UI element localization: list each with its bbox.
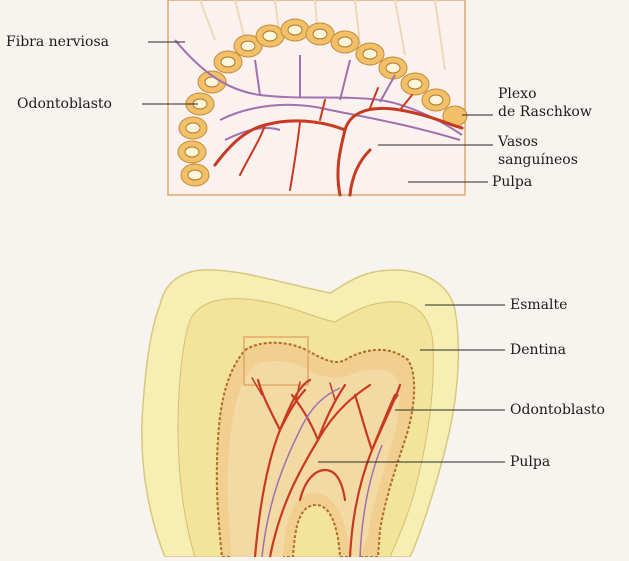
label-odontoblast-bottom: Odontoblasto	[510, 402, 629, 418]
label-dentin: Dentina	[510, 342, 566, 358]
label-plexus-line1: Plexo	[498, 86, 537, 102]
label-vessels-line2: sanguíneos	[498, 152, 578, 168]
label-odontoblast-top: Odontoblasto	[17, 96, 112, 112]
label-vessels-line1: Vasos	[498, 134, 538, 150]
magnified-panel	[168, 0, 467, 195]
label-nerve-fiber: Fibra nerviosa	[6, 34, 109, 50]
label-pulp-bottom: Pulpa	[510, 454, 550, 470]
label-plexus-line2: de Raschkow	[498, 104, 592, 120]
label-enamel: Esmalte	[510, 297, 567, 313]
label-pulp-top: Pulpa	[492, 174, 532, 190]
tooth	[142, 270, 459, 557]
